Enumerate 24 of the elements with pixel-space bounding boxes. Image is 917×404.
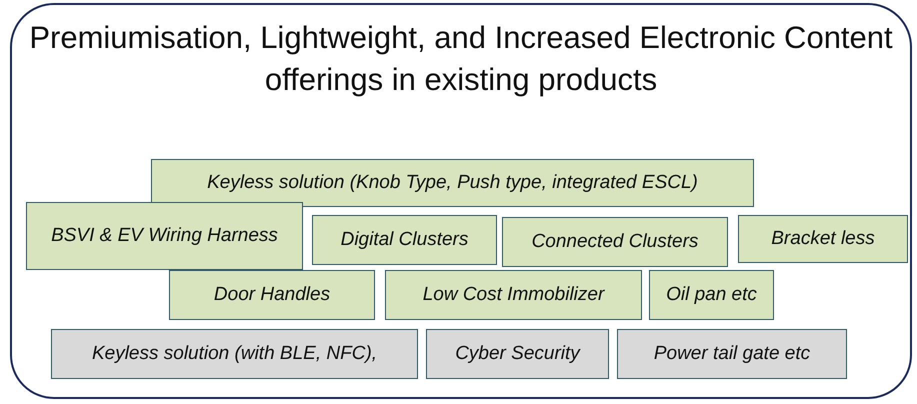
rounded-panel [10,3,912,399]
label-box [312,215,497,265]
label-box [51,329,418,379]
label-box [426,329,609,379]
box-label: BSVI & EV Wiring Harness [51,224,278,248]
label-box [738,215,908,263]
panel-title: Premiumisation, Lightweight, and Increased Electronic Content offerings in existing products [28,19,894,99]
box-label: Digital Clusters [340,228,468,252]
box-label: Power tail gate etc [654,342,810,366]
box-label: Keyless solution (with BLE, NFC), [92,342,378,366]
label-box [26,202,303,270]
box-label: Door Handles [214,283,330,308]
label-box [649,270,774,320]
box-label: Cyber Security [455,342,580,366]
box-label: Connected Clusters [532,230,698,254]
box-label: Oil pan etc [666,283,757,308]
box-label: Bracket less [771,227,875,252]
label-box [385,270,642,320]
box-label: Low Cost Immobilizer [422,283,604,308]
label-box [502,217,728,267]
label-box [151,159,754,207]
label-box [617,329,847,379]
box-label: Keyless solution (Knob Type, Push type, integrated ESCL) [207,171,698,196]
label-box [169,270,375,320]
